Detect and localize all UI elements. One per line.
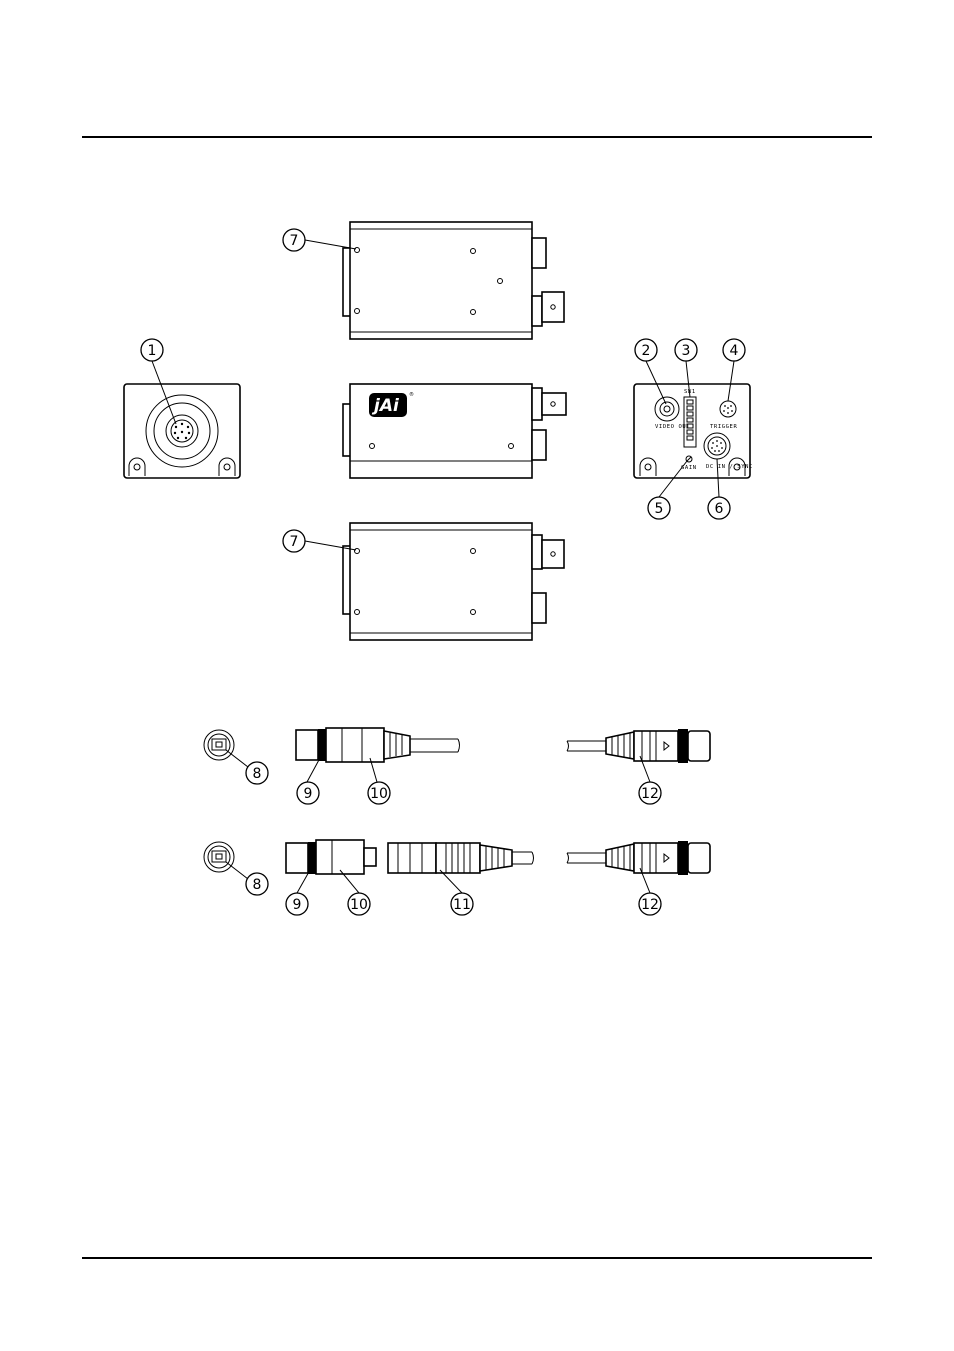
callout-label: 9 xyxy=(304,786,313,802)
callout-label: 11 xyxy=(453,897,471,913)
callout-label: 10 xyxy=(370,786,388,802)
callout-label: 5 xyxy=(655,501,664,517)
rear-panel: VIDEO OUT SW1 TRIGGER DC IN / SYNC GAIN xyxy=(633,383,752,479)
cable-row-1 xyxy=(203,727,711,763)
side-view-bottom xyxy=(342,522,565,641)
side-view-middle: jAi ® xyxy=(342,383,567,479)
callout-label: 12 xyxy=(641,786,659,802)
registered-mark: ® xyxy=(409,391,414,398)
gain-label: GAIN xyxy=(681,465,697,471)
callout-7: 7 xyxy=(282,228,306,252)
callout-6: 6 xyxy=(707,496,731,520)
trigger-label: TRIGGER xyxy=(710,424,737,430)
cable-row-2 xyxy=(203,839,711,875)
callout-12: 12 xyxy=(638,892,662,916)
callout-10: 10 xyxy=(367,781,391,805)
video-out-label: VIDEO OUT xyxy=(655,424,690,430)
front-view xyxy=(123,383,241,479)
callout-label: 1 xyxy=(148,343,157,359)
jai-logo xyxy=(369,393,407,417)
callout-9: 9 xyxy=(285,892,309,916)
callout-label: 9 xyxy=(293,897,302,913)
callout-8: 8 xyxy=(245,761,269,785)
callout-4: 4 xyxy=(722,338,746,362)
callout-11: 11 xyxy=(450,892,474,916)
callout-9: 9 xyxy=(296,781,320,805)
callout-5: 5 xyxy=(647,496,671,520)
footer-rule xyxy=(82,1257,872,1259)
callout-2: 2 xyxy=(634,338,658,362)
callout-1: 1 xyxy=(140,338,164,362)
callout-label: 4 xyxy=(730,343,739,359)
callout-3: 3 xyxy=(674,338,698,362)
logo-text: jAi xyxy=(371,396,400,416)
callout-label: 6 xyxy=(715,501,724,517)
callout-label: 7 xyxy=(290,534,299,550)
side-view-top xyxy=(342,221,565,340)
callout-label: 7 xyxy=(290,233,299,249)
callout-label: 3 xyxy=(682,343,691,359)
callout-label: 8 xyxy=(253,877,262,893)
callout-label: 12 xyxy=(641,897,659,913)
callout-label: 2 xyxy=(642,343,651,359)
callout-12: 12 xyxy=(638,781,662,805)
header-rule xyxy=(82,136,872,138)
callout-7: 7 xyxy=(282,529,306,553)
callout-8: 8 xyxy=(245,872,269,896)
callout-label: 10 xyxy=(350,897,368,913)
callout-10: 10 xyxy=(347,892,371,916)
leader-lines xyxy=(151,239,735,894)
callout-label: 8 xyxy=(253,766,262,782)
